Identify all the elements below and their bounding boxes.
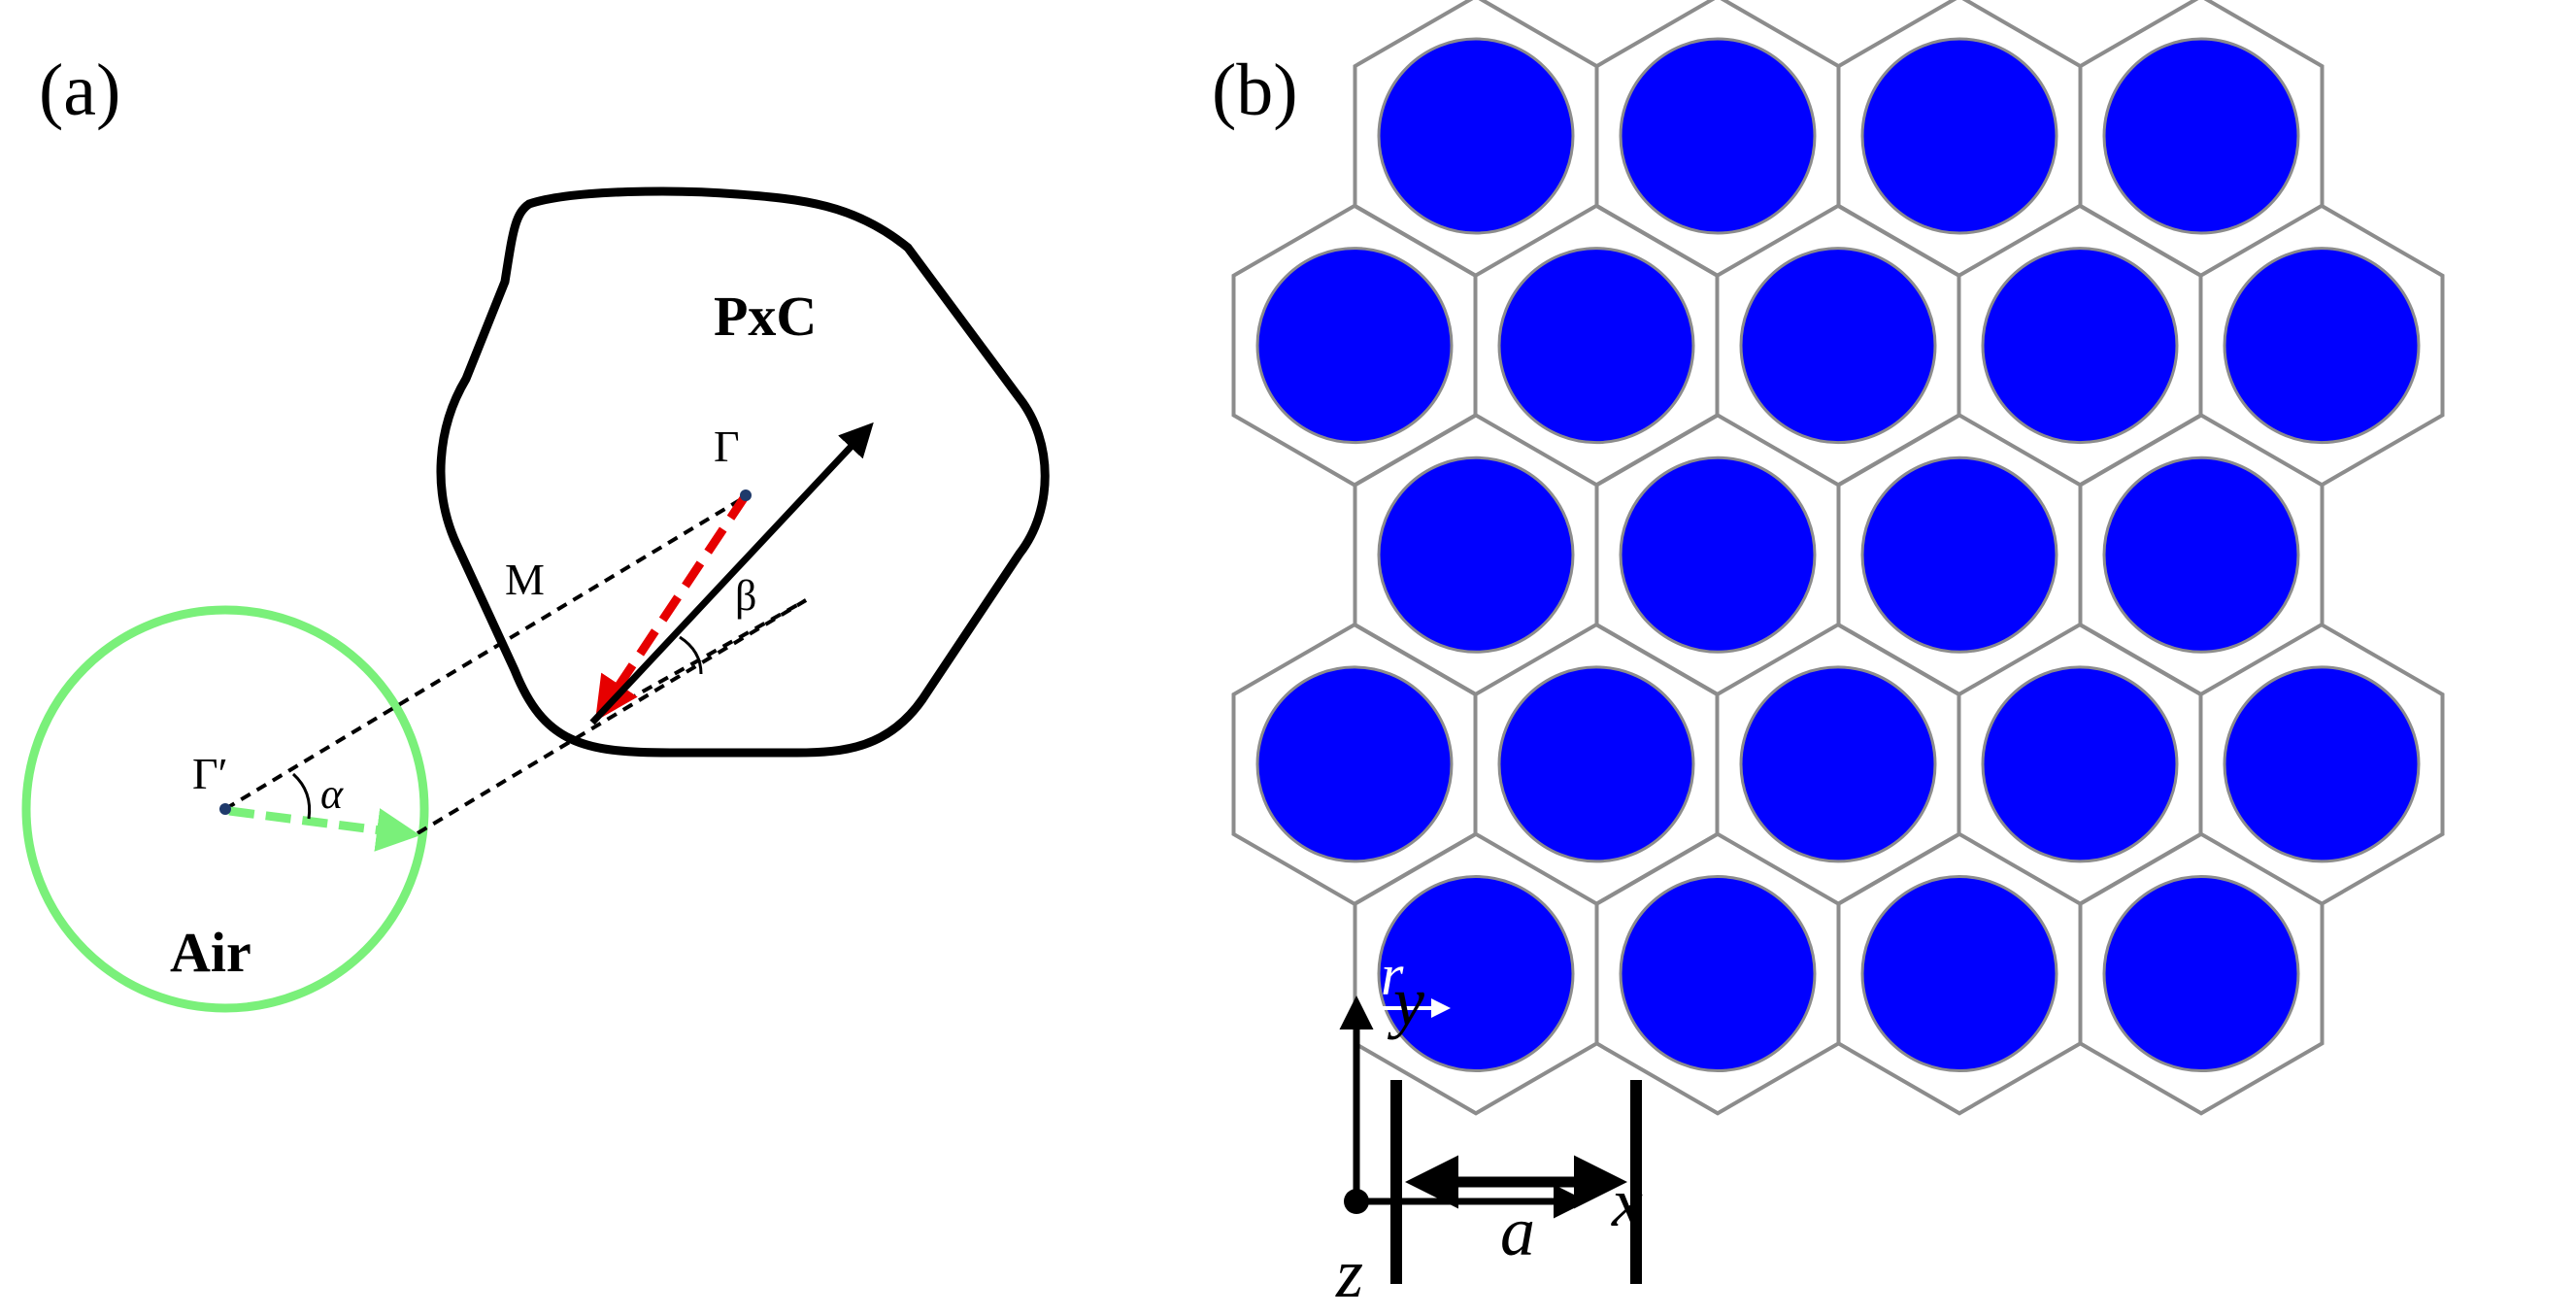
panel-b: (b) r a y x z [1212, 0, 2445, 1312]
air-label: Air [170, 921, 251, 984]
panel-a: (a) PxC Air Γ Γ′ M α β [21, 50, 1050, 1013]
dielectric-rod [1860, 875, 2058, 1073]
panel-b-label: (b) [1212, 50, 1298, 131]
alpha-label: α [320, 770, 344, 818]
beta-angle-arc [679, 635, 703, 675]
panel-a-label: (a) [39, 50, 120, 131]
dielectric-rod [2102, 37, 2300, 235]
m-label: M [505, 555, 545, 604]
refracted-wavevector-arrow [595, 492, 750, 722]
dielectric-rod [1739, 665, 1937, 863]
dielectric-rod [1619, 456, 1817, 654]
dielectric-rod [1377, 456, 1575, 654]
y-axis-label: y [1387, 962, 1424, 1040]
x-axis-label: x [1611, 1164, 1643, 1241]
dielectric-rod [2223, 247, 2421, 445]
dielectric-rod [2102, 456, 2300, 654]
air-circle [21, 605, 429, 1013]
dielectric-rod [1619, 875, 1817, 1073]
dielectric-rod [2102, 875, 2300, 1073]
dielectric-rod [1860, 37, 2058, 235]
gamma-label: Γ [714, 422, 740, 471]
z-axis-dot [1344, 1189, 1369, 1214]
gamma-prime-point [219, 803, 231, 815]
gamma-point [740, 489, 752, 501]
pxc-label: PxC [714, 285, 817, 348]
beta-label: β [735, 572, 756, 620]
radius-label: r [1381, 943, 1404, 1007]
alpha-angle-arc [291, 772, 312, 820]
gamma-prime-label: Γ′ [192, 749, 228, 798]
group-velocity-arrow [589, 422, 874, 725]
dielectric-rod [1981, 665, 2179, 863]
dielectric-rod [1497, 665, 1695, 863]
lattice-constant-label: a [1500, 1193, 1535, 1270]
incident-wavevector-arrow [228, 806, 420, 852]
dielectric-rod [1981, 247, 2179, 445]
z-axis-label: z [1335, 1234, 1363, 1312]
dielectric-rod [2223, 665, 2421, 863]
dielectric-rod [1255, 665, 1454, 863]
dielectric-rod [1255, 247, 1454, 445]
dielectric-rod [1739, 247, 1937, 445]
dielectric-rod [1860, 456, 2058, 654]
air-to-contour-line [416, 598, 808, 835]
dielectric-rod [1377, 37, 1575, 235]
dielectric-rod [1619, 37, 1817, 235]
pxc-contour [436, 186, 1050, 758]
gamma-prime-to-m-line [223, 493, 750, 811]
dielectric-rod [1497, 247, 1695, 445]
photonic-crystal-lattice [1231, 0, 2445, 1116]
dielectric-rod [1377, 875, 1575, 1073]
